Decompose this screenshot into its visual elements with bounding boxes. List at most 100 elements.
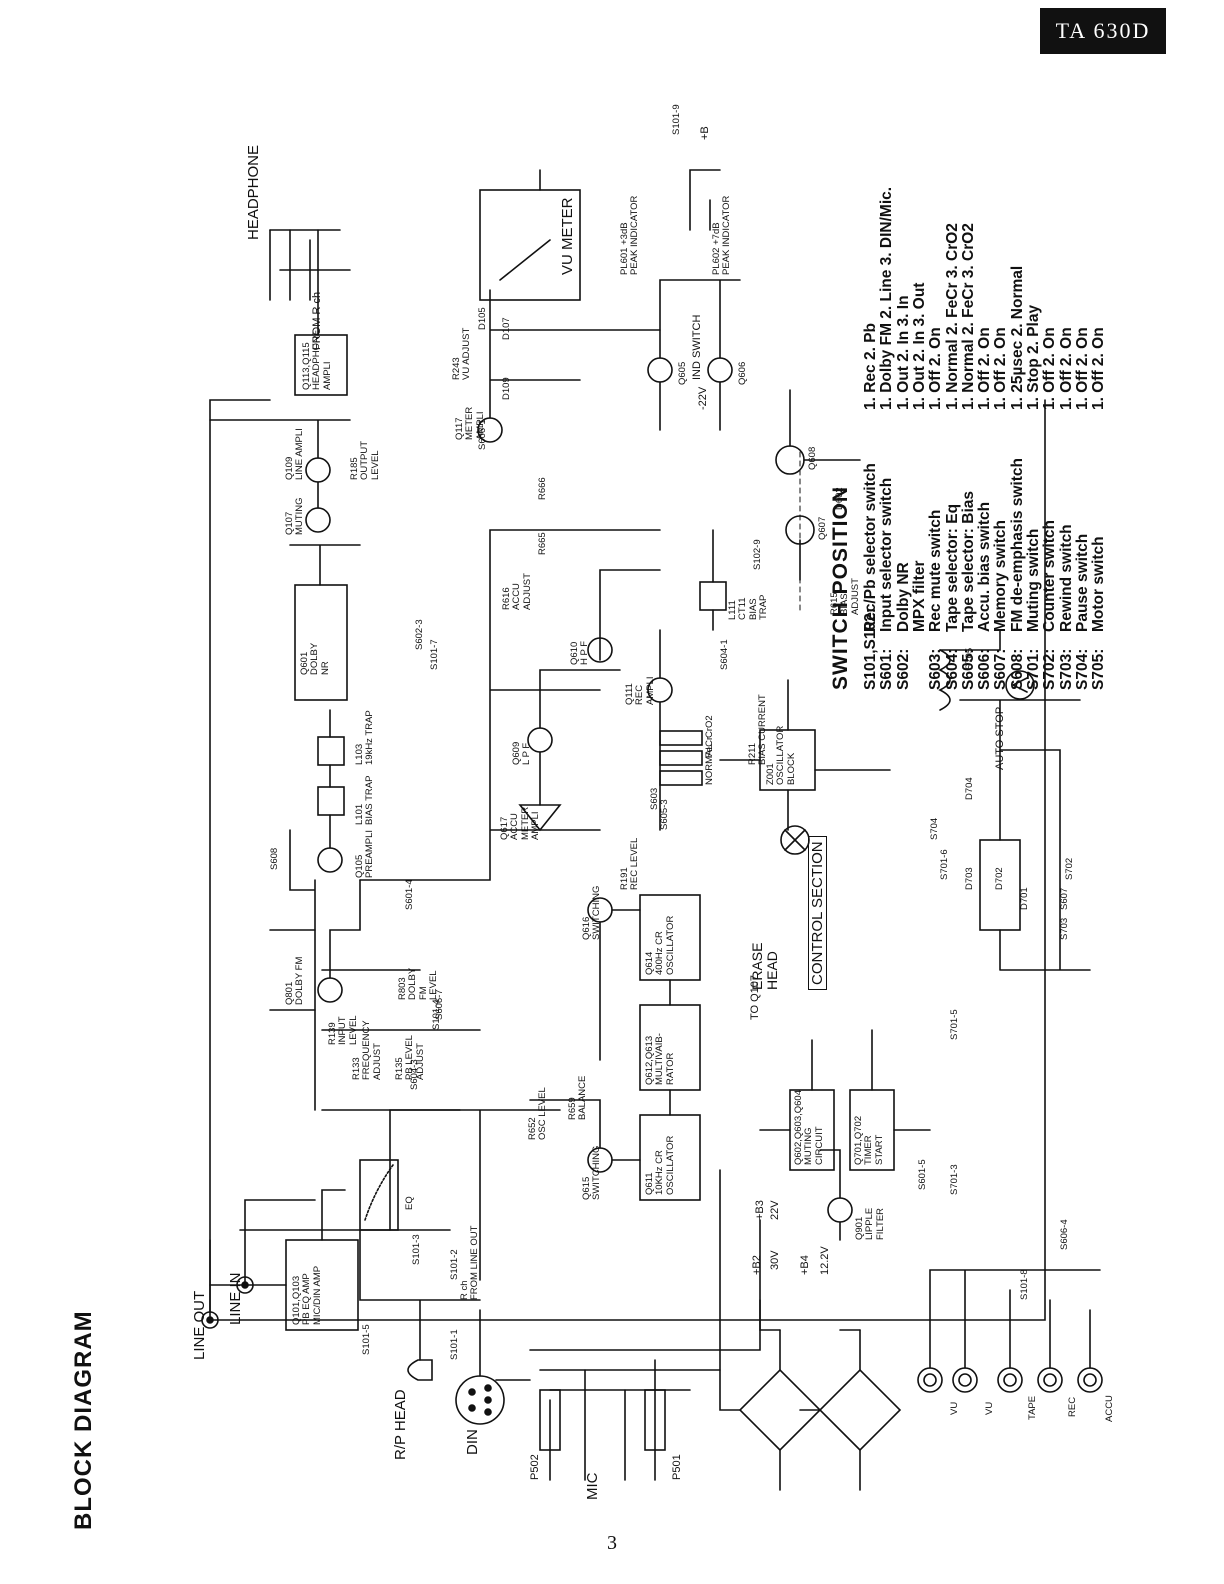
r666-label: R666 (537, 477, 548, 500)
s101-7-label: S101-7 (429, 639, 440, 670)
vu-meter-box (479, 189, 581, 301)
block-diagram-sheet: BLOCK DIAGRAM LINE OUT LINE IN R/P HEAD … (60, 50, 1120, 1530)
q105-label: Q105 PREAMPLI (354, 829, 376, 878)
switch-position-row: S605:Tape selector: Bias1. Normal 2. FeC… (960, 223, 978, 690)
switch-id: S601: (878, 648, 896, 690)
s604-3-label: S604-3 (409, 1059, 420, 1090)
lamp-vu-2-label: VU (949, 1401, 960, 1415)
switch-id: S603: (927, 648, 945, 690)
headphone-label: HEADPHONE (245, 144, 262, 240)
switch-positions: 1. Dolby FM 2. Line 3. DIN/Mic. (878, 186, 896, 410)
switch-name: MPX filter (910, 560, 928, 632)
switch-id: S702: (1041, 648, 1059, 690)
switch-id: S607: (992, 648, 1010, 690)
d701-label: D701 (1019, 887, 1030, 910)
s704-label: S704 (929, 817, 940, 840)
rch-from-line-out-label: R ch FROM LINE OUT (459, 1225, 481, 1300)
l111-label: L111 CT11 BIAS TRAP (727, 594, 770, 620)
q109-label: Q109 LINE AMPLI (284, 428, 306, 480)
s101-2-label: S101-2 (449, 1249, 460, 1280)
s601-4-label: S601-4 (404, 879, 415, 910)
switch-name: Accu. bias switch (976, 501, 994, 632)
q101-label: Q101,Q103 PB EQ AMP MIC/DIN AMP (291, 1265, 323, 1325)
switch-id: S606: (976, 648, 994, 690)
d702-label: D702 (994, 867, 1005, 890)
switch-position-row: MPX filter 1. Out 2. In 3. Out (911, 283, 929, 690)
switch-positions: 1. Off 2. On (976, 327, 994, 410)
b3-label: +B3 (754, 1200, 766, 1220)
r133-label: R133 FREQUENCY ADJUST (351, 1020, 383, 1080)
r659-label: R659 BALANCE (567, 1075, 589, 1120)
s602-3-label: S602-3 (414, 619, 425, 650)
q610-label: Q610 H P F (569, 640, 591, 665)
rp-head-label: R/P HEAD (392, 1389, 409, 1460)
r243-label: R243 VU ADJUST (451, 327, 473, 380)
s601-5-label: S601-5 (917, 1159, 928, 1190)
30v-label: 30V (769, 1250, 781, 1270)
switch-positions: 1. Normal 2. FeCr 3. CrO2 (943, 223, 961, 410)
erase-head-symbol (780, 825, 810, 855)
switch-name: Motor switch (1090, 536, 1108, 632)
switch-name: Rewind switch (1057, 524, 1075, 632)
p502-label: P502 (529, 1454, 541, 1480)
lamp-vu-1-label: VU (984, 1401, 995, 1415)
r665-label: R665 (537, 532, 548, 555)
q602-label: Q602,Q603,Q604 MUTING CIRCUIT (793, 1090, 825, 1165)
q607-label: Q607 (817, 516, 828, 540)
q612-label: Q612,Q613 MULTIVAIB- RATOR (644, 1033, 676, 1085)
s101-9-label: S101-9 (671, 104, 682, 135)
q701-label: Q701,Q702 TIMER START (853, 1115, 885, 1165)
s608-label: S608 (269, 847, 280, 870)
lamp-tape-label: TAPE (1027, 1395, 1038, 1420)
switch-position-table: SWITCH POSITION S101,S102:Rec/Pb selecto… (829, 50, 1120, 690)
r185-label: R185 OUTPUT LEVEL (349, 440, 381, 480)
q614-label: Q614 400Hz CR OSCILLATOR (644, 915, 676, 975)
r652-label: R652 OSC LEVEL (527, 1087, 549, 1140)
rp-head-symbol (407, 1359, 433, 1381)
switch-name: Rec/Pb selector switch (862, 463, 879, 632)
switch-position-row: S607:Memory switch1. Off 2. On (992, 327, 1010, 690)
s101-3-label: S101-3 (411, 1234, 422, 1265)
q111-label: Q111 REC AMPLI (624, 676, 656, 705)
line-out-label: LINE OUT (191, 1290, 208, 1360)
q901-label: Q901 LIPPLE FILTER (854, 1207, 886, 1240)
s701-6-label: S701-6 (939, 849, 950, 880)
switch-positions: 1. Out 2. In 3. Out (910, 282, 928, 410)
b1-label: +B (699, 126, 711, 140)
q616-label: Q616 SWITCHING (581, 885, 603, 940)
switch-positions: 1. Off 2. On (927, 327, 945, 410)
s101-1-label: S101-1 (449, 1329, 460, 1360)
switch-positions: 1. Stop 2. Play (1025, 304, 1042, 410)
switch-id: S703: (1057, 648, 1075, 690)
mic-label: MIC (584, 1472, 601, 1501)
d107-label: D107 (501, 317, 512, 340)
z001-label: Z001 OSCILLATOR BLOCK (765, 725, 797, 785)
switch-positions: 1. Off 2. On (1041, 327, 1059, 410)
din-label: DIN (464, 1429, 481, 1455)
control-section-label: CONTROL SECTION (808, 836, 827, 990)
switch-id: S701: (1025, 648, 1042, 690)
b2-label: +B2 (751, 1255, 763, 1275)
switch-name: Tape selector: Bias (959, 491, 977, 632)
switch-positions: 1. Off 2. On (1090, 327, 1108, 410)
ind-switch-label: IND SWITCH (691, 314, 703, 380)
d704-label: D704 (964, 777, 975, 800)
motor-symbol (1005, 670, 1035, 700)
switch-name: FM de-emphasis switch (1008, 458, 1026, 632)
lamp-accu-label: ACCU (1104, 1395, 1115, 1422)
q611-label: Q611 10KHz CR OSCILLATOR (644, 1135, 676, 1195)
switch-position-row: S705:Motor switch1. Off 2. On (1090, 327, 1108, 690)
page-title: BLOCK DIAGRAM (70, 1310, 97, 1530)
switch-name: Pause switch (1073, 533, 1091, 632)
din-connector (455, 1375, 505, 1425)
switch-id: S602: (894, 648, 912, 690)
s606-1-label: S606-1 (477, 419, 488, 450)
s701-5-label: S701-5 (949, 1009, 960, 1040)
s604-1-label: S604-1 (719, 639, 730, 670)
switch-positions: 1. Off 2. On (992, 327, 1010, 410)
switch-positions: 1. Off 2. On (1073, 327, 1091, 410)
q601-label: Q601 DOLBY NR (299, 642, 331, 675)
s102-9-label: S102-9 (752, 539, 763, 570)
switch-name: Input selector switch (878, 477, 896, 632)
eq-label: EQ (404, 1196, 415, 1210)
